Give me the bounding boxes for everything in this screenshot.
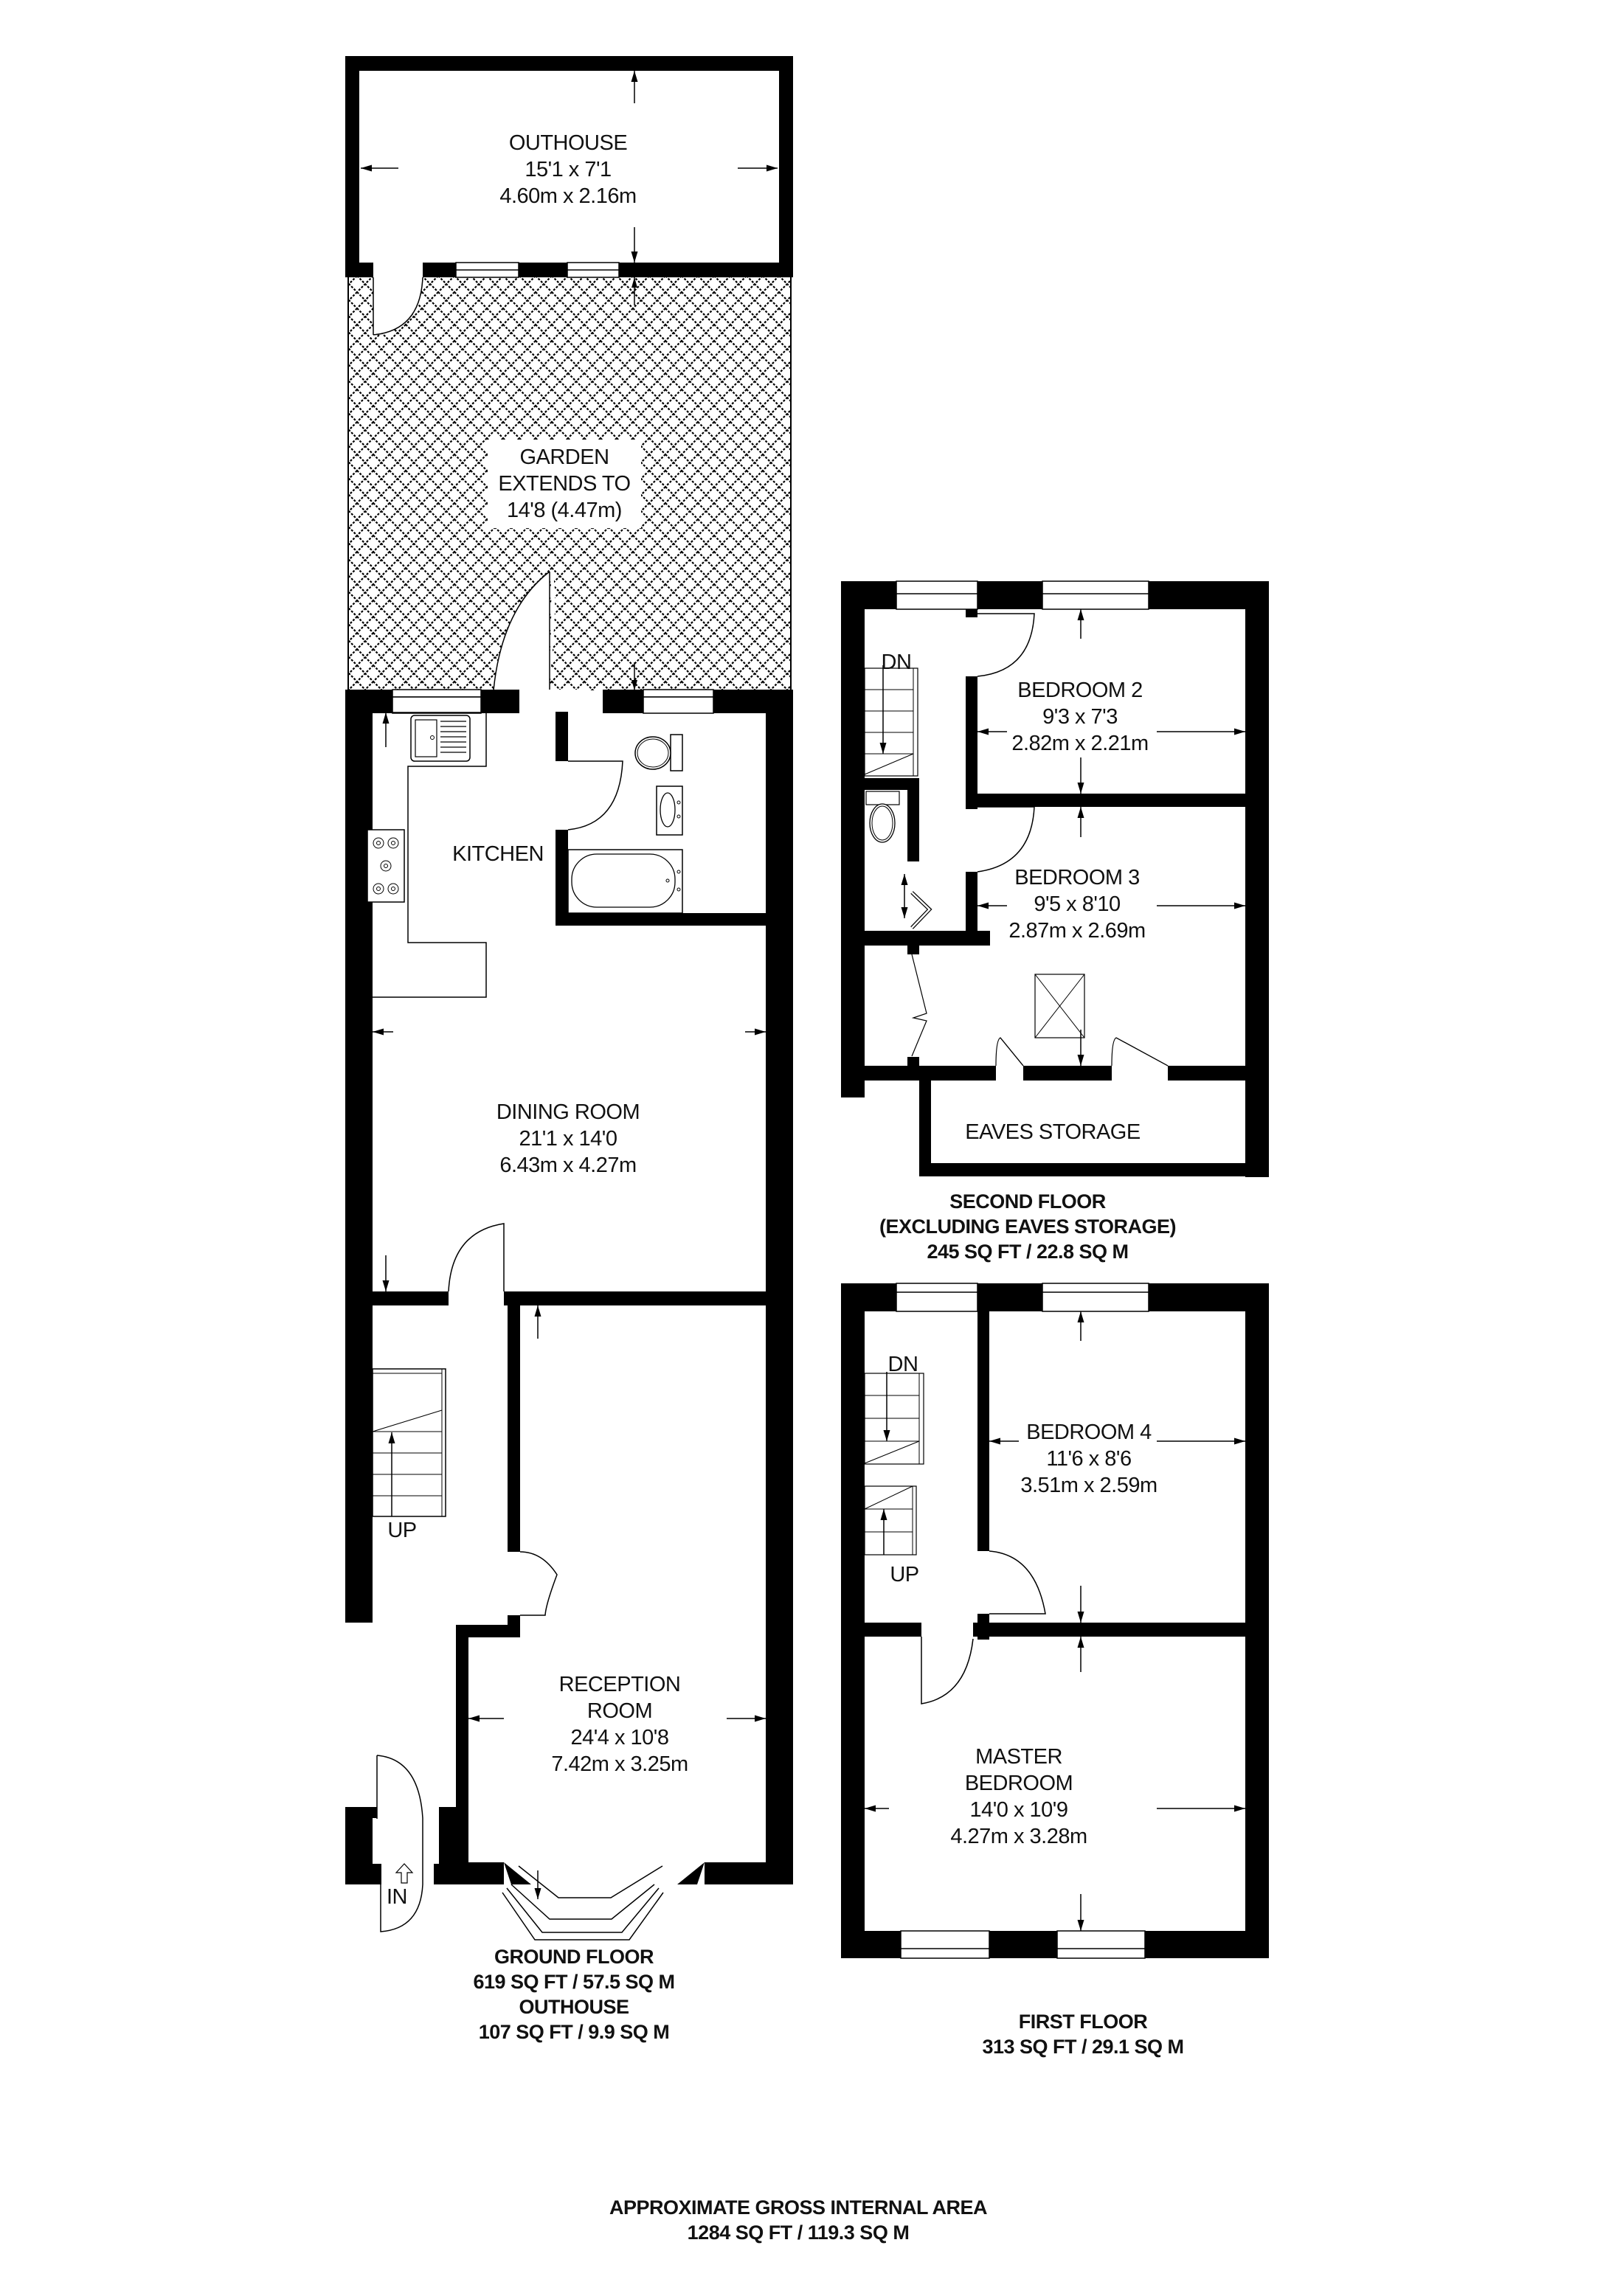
ground-floor-summary: GROUND FLOOR 619 SQ FT / 57.5 SQ M OUTHO… (473, 1944, 675, 2044)
room-dimensions-imperial: 24'4 x 10'8 (570, 1726, 669, 1749)
room-name: DINING ROOM (496, 1100, 640, 1124)
room-dimensions-imperial: 11'6 x 8'6 (1046, 1447, 1132, 1471)
garden-label: GARDEN EXTENDS TO 14'8 (4.47m) (488, 440, 641, 528)
room-dimensions-metric: 7.42m x 3.25m (551, 1752, 688, 1776)
room-name-line1: MASTER (975, 1745, 1062, 1769)
floor-title: FIRST FLOOR (1018, 2011, 1148, 2033)
total-area-summary: APPROXIMATE GROSS INTERNAL AREA 1284 SQ … (609, 2195, 988, 2245)
stairs-up-label: UP (387, 1519, 417, 1542)
floor-title: SECOND FLOOR (949, 1190, 1106, 1213)
toilet-icon (865, 791, 900, 843)
floor-area: 245 SQ FT / 22.8 SQ M (927, 1241, 1129, 1263)
ground-floor-plan (345, 56, 793, 1940)
room-dimensions-metric: 4.60m x 2.16m (499, 184, 637, 208)
floor-area: 619 SQ FT / 57.5 SQ M (473, 1971, 675, 1993)
room-name-line2: ROOM (586, 1699, 653, 1723)
room-name: OUTHOUSE (508, 131, 628, 155)
reception-room-details (468, 1551, 766, 1899)
bedroom4-label: BEDROOM 4 11'6 x 8'6 3.51m x 2.59m (1020, 1419, 1157, 1499)
outhouse-label: OUTHOUSE 15'1 x 7'1 4.60m x 2.16m (499, 130, 637, 209)
second-floor-summary: SECOND FLOOR (EXCLUDING EAVES STORAGE) 2… (879, 1189, 1177, 1264)
reception-room-label: RECEPTION ROOM 24'4 x 10'8 7.42m x 3.25m (551, 1671, 688, 1778)
stairs-down-label: DN (881, 651, 912, 674)
outhouse (345, 56, 793, 278)
dining-room-label: DINING ROOM 21'1 x 14'0 6.43m x 4.27m (496, 1099, 640, 1179)
room-dimensions-metric: 4.27m x 3.28m (950, 1825, 1087, 1848)
eaves-storage-label: EAVES STORAGE (965, 1119, 1141, 1145)
basin-icon (656, 785, 683, 836)
entrance-label: IN (387, 1885, 408, 1909)
bedroom3-label: BEDROOM 3 9'5 x 8'10 2.87m x 2.69m (1008, 864, 1146, 944)
outhouse-title: OUTHOUSE (519, 1996, 629, 2018)
bedroom2-label: BEDROOM 2 9'3 x 7'3 2.82m x 2.21m (1011, 677, 1149, 757)
floor-subtitle: (EXCLUDING EAVES STORAGE) (879, 1215, 1177, 1238)
second-floor-plan (841, 580, 1269, 1177)
floor-title: GROUND FLOOR (494, 1946, 654, 1968)
room-dimensions-imperial: 21'1 x 14'0 (519, 1127, 617, 1151)
garden-title: GARDEN (519, 445, 609, 469)
front-door (376, 1755, 423, 1932)
room-name: BEDROOM 4 (1026, 1421, 1152, 1444)
bathroom-fittings (567, 734, 683, 914)
room-name-line2: BEDROOM (964, 1772, 1073, 1795)
kitchen-fittings (367, 712, 487, 998)
staircase-up (372, 1368, 446, 1517)
master-bedroom-label: MASTER BEDROOM 14'0 x 10'9 4.27m x 3.28m (950, 1744, 1087, 1850)
room-dimensions-imperial: 9'3 x 7'3 (1042, 705, 1118, 729)
first-floor-summary: FIRST FLOOR 313 SQ FT / 29.1 SQ M (982, 2009, 1184, 2059)
first-floor-plan (841, 1283, 1269, 1959)
dining-room-details (373, 1028, 766, 1339)
room-name: BEDROOM 3 (1014, 866, 1140, 889)
room-dimensions-metric: 2.82m x 2.21m (1011, 732, 1149, 755)
room-name-line1: RECEPTION (558, 1673, 681, 1696)
room-dimensions-imperial: 14'0 x 10'9 (969, 1798, 1068, 1822)
total-area: 1284 SQ FT / 119.3 SQ M (687, 2222, 910, 2244)
stairs-down-label: DN (887, 1353, 918, 1376)
room-dimensions-metric: 3.51m x 2.59m (1020, 1474, 1157, 1497)
garden-length: 14'8 (4.47m) (507, 499, 622, 522)
room-dimensions-metric: 6.43m x 4.27m (499, 1154, 637, 1177)
hob-icon (367, 829, 405, 903)
skylight-icon (1034, 974, 1085, 1038)
room-name: EAVES STORAGE (965, 1120, 1141, 1144)
room-dimensions-imperial: 15'1 x 7'1 (525, 158, 612, 181)
bath-icon (567, 849, 683, 914)
sink-icon (410, 715, 471, 762)
room-name: BEDROOM 2 (1017, 679, 1143, 702)
room-dimensions-metric: 2.87m x 2.69m (1008, 919, 1146, 943)
outhouse-area: 107 SQ FT / 9.9 SQ M (478, 2021, 670, 2043)
floor-area: 313 SQ FT / 29.1 SQ M (982, 2036, 1184, 2058)
toilet-icon (634, 734, 683, 771)
total-title: APPROXIMATE GROSS INTERNAL AREA (609, 2196, 988, 2219)
bay-window (502, 1862, 705, 1940)
stairs-up-label: UP (890, 1563, 919, 1586)
room-dimensions-imperial: 9'5 x 8'10 (1034, 892, 1121, 916)
kitchen-label: KITCHEN (452, 841, 544, 867)
room-name: KITCHEN (452, 842, 544, 866)
garden-subtitle: EXTENDS TO (498, 472, 631, 496)
